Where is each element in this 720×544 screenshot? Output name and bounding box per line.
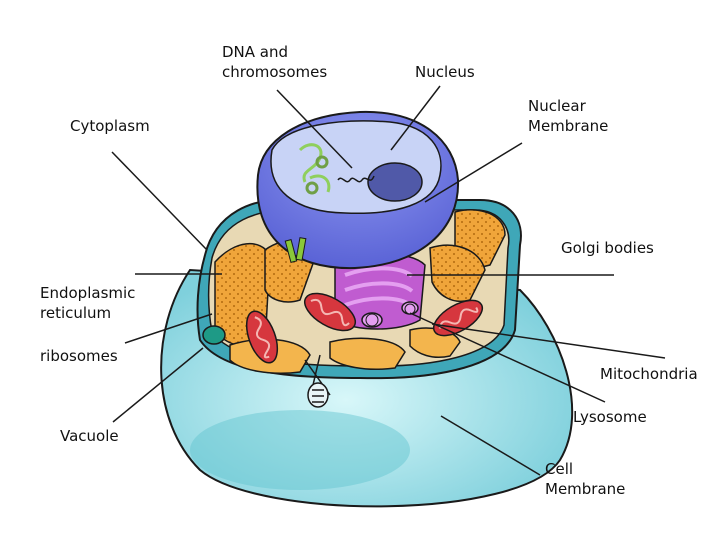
label-golgi-bodies: Golgi bodies [561, 239, 654, 257]
label-vacuole: Vacuole [60, 427, 119, 445]
label-mitochondria: Mitochondria [600, 365, 698, 383]
leader-ribosomes [124, 313, 213, 344]
lysosomes [365, 303, 416, 327]
vacuole-highlight [190, 410, 410, 490]
label-nuclear-membrane: Nuclear Membrane [528, 97, 609, 135]
leader-lines [111, 85, 666, 476]
label-lysosome: Lysosome [573, 408, 647, 426]
label-endoplasmic-reticulum: Endoplasmic reticulum [40, 284, 136, 322]
leader-cell-membrane [440, 415, 541, 476]
leader-cytoplasm [111, 151, 208, 251]
cytoskeleton [304, 354, 331, 408]
nucleus-interior [270, 120, 442, 214]
label-dna-and-chromosomes: DNA and chromosomes [222, 43, 328, 81]
centriole [284, 237, 307, 264]
leader-lysosome [409, 312, 606, 403]
nucleolus [367, 162, 423, 202]
label-cell-membrane: Cell Membrane [545, 460, 626, 498]
label-nucleus: Nucleus [415, 63, 475, 81]
leader-mitochondria [431, 323, 666, 359]
label-cytoplasm: Cytoplasm [70, 117, 150, 135]
ribosome-cluster [202, 325, 226, 345]
leader-vacuole [112, 347, 204, 423]
dna-strand [337, 175, 375, 183]
chromosomes [298, 143, 331, 195]
label-ribosomes: ribosomes [40, 347, 118, 365]
nucleus [256, 110, 460, 270]
leader-dna [276, 89, 353, 169]
leader-nucleus [390, 85, 441, 151]
leader-nuclear-membrane [424, 142, 523, 203]
